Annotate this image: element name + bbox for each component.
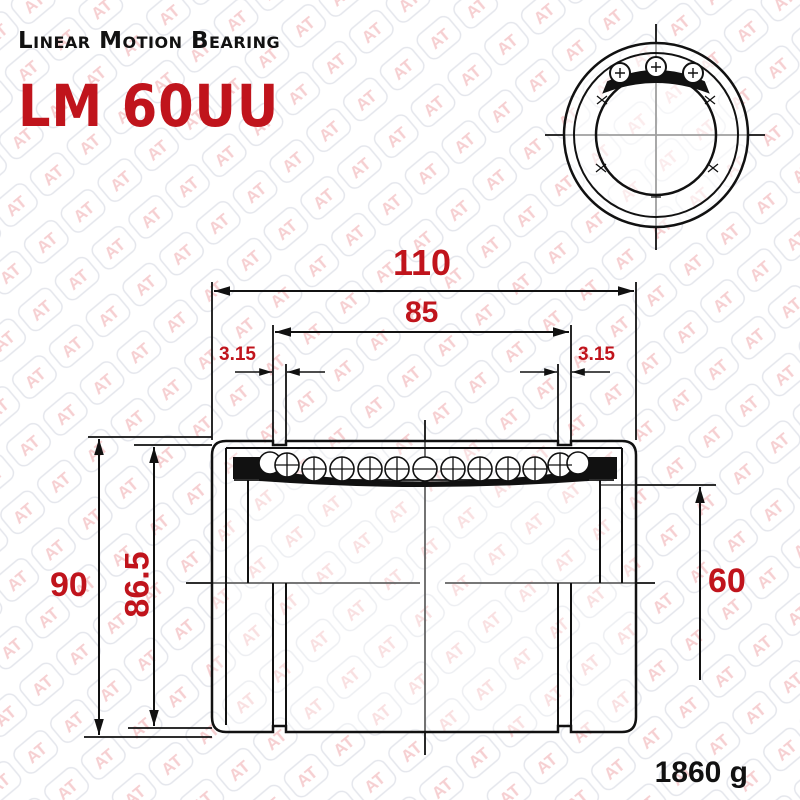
dim-ring-width-left: 3.15 (219, 344, 256, 365)
weight-label: 1860 g (654, 756, 748, 789)
dim-inner-diameter: 60 (708, 562, 746, 600)
product-category-title: Linear Motion Bearing (18, 28, 281, 54)
bearing-section (210, 439, 638, 734)
end-view (545, 24, 765, 250)
dim-outer-diameter: 90 (50, 566, 88, 604)
dim-ring-width-right: 3.15 (578, 344, 615, 365)
dim-groove-diameter: 86.5 (118, 551, 157, 618)
model-title: LM 60UU (18, 72, 280, 140)
dim-ring-distance: 85 (405, 296, 439, 329)
dim-overall-length: 110 (393, 242, 452, 283)
